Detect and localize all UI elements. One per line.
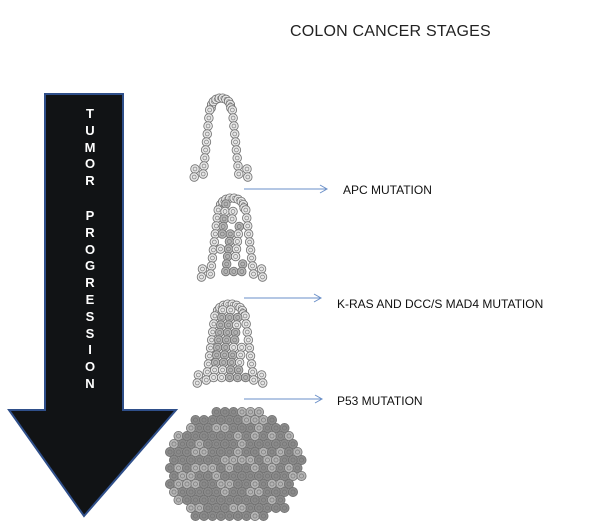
cell: [246, 246, 255, 255]
cell: [221, 267, 230, 276]
crypt-late-adenoma: [193, 300, 267, 387]
cell: [230, 122, 239, 131]
cell: [242, 320, 251, 329]
cell: [233, 511, 242, 520]
cell: [202, 138, 211, 147]
cell: [243, 328, 252, 337]
cell: [234, 170, 243, 179]
cell: [225, 511, 234, 520]
crypt-normal: [190, 94, 252, 181]
cell: [228, 215, 237, 224]
cell: [205, 114, 214, 123]
cell: [242, 511, 251, 520]
cell: [244, 336, 253, 345]
cell: [297, 471, 306, 480]
cell: [232, 146, 241, 155]
cell: [234, 162, 243, 171]
arrow-label: TUMOR PROGRESSION: [50, 106, 130, 393]
cell: [206, 270, 215, 279]
cell: [248, 368, 257, 377]
cell: [249, 270, 258, 279]
cell: [233, 373, 242, 382]
cell: [191, 511, 200, 520]
cell: [247, 360, 256, 369]
cell: [247, 254, 256, 263]
cell: [231, 138, 240, 147]
cell: [257, 371, 266, 380]
connector-apc: [244, 185, 327, 193]
stage-label-kras-dcc: K-RAS AND DCC/S MAD4 MUTATION: [337, 297, 543, 311]
cell: [241, 206, 250, 215]
crypt-early-adenoma: [197, 194, 267, 281]
cell: [233, 154, 242, 163]
cell: [208, 254, 217, 263]
cell: [217, 373, 226, 382]
cell: [207, 262, 216, 271]
cell: [201, 146, 210, 155]
cell: [250, 511, 259, 520]
cell: [245, 344, 254, 353]
cell: [229, 114, 238, 123]
arrow-word-progression: PROGRESSION: [50, 208, 130, 393]
cell: [244, 230, 253, 239]
cell: [258, 379, 267, 388]
cell: [248, 262, 257, 271]
connector-kras: [244, 294, 321, 302]
cell: [209, 373, 218, 382]
cell: [200, 162, 209, 171]
cell: [245, 238, 254, 247]
cell: [191, 165, 200, 174]
cell: [246, 352, 255, 361]
cell: [225, 373, 234, 382]
cell: [216, 511, 225, 520]
cell: [280, 503, 289, 512]
cell: [243, 165, 252, 174]
cell: [197, 273, 206, 282]
cell: [230, 130, 239, 139]
crypt-carcinoma: [165, 407, 306, 520]
cell: [208, 511, 217, 520]
cell: [271, 503, 280, 512]
cell: [199, 170, 208, 179]
cell: [216, 245, 225, 254]
arrow-word-tumor: TUMOR: [50, 106, 130, 190]
cell: [229, 267, 238, 276]
cell: [237, 267, 246, 276]
cell: [201, 154, 210, 163]
cell: [257, 265, 266, 274]
cell: [199, 511, 208, 520]
cell: [243, 173, 252, 182]
cell: [241, 373, 250, 382]
cell: [231, 252, 240, 261]
cell: [288, 487, 297, 496]
stage-label-apc: APC MUTATION: [343, 183, 432, 197]
cell: [198, 265, 207, 274]
cell: [193, 379, 202, 388]
cell: [194, 371, 203, 380]
cell: [259, 511, 268, 520]
diagram-title: COLON CANCER STAGES: [290, 23, 491, 41]
cell: [249, 376, 258, 385]
cell: [258, 273, 267, 282]
cell: [190, 173, 199, 182]
stage-label-p53: P53 MUTATION: [337, 394, 423, 408]
cell: [174, 495, 183, 504]
cell: [218, 230, 227, 239]
connector-p53: [244, 395, 322, 403]
cell: [203, 130, 212, 139]
cell: [243, 222, 252, 231]
cell: [210, 238, 219, 247]
cell: [242, 214, 251, 223]
cell: [204, 122, 213, 131]
cell: [205, 106, 214, 115]
cell: [228, 106, 237, 115]
